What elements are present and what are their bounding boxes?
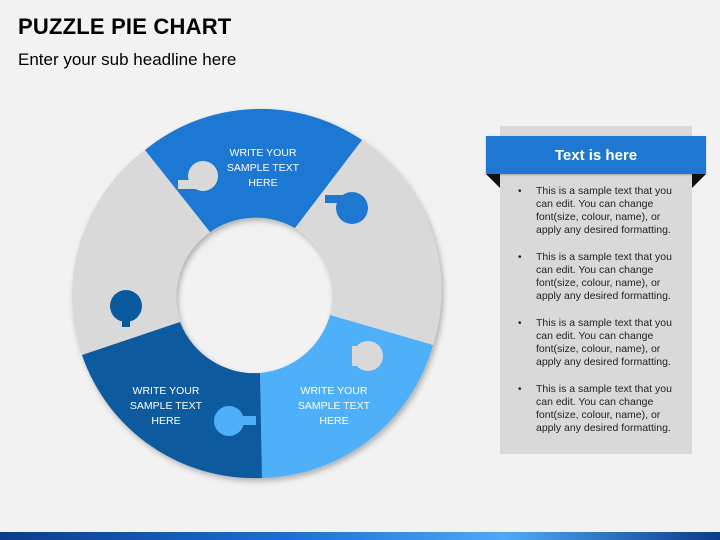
puzzle-piece-left — [72, 150, 210, 355]
bullet-dot-icon: • — [518, 384, 522, 395]
puzzle-piece-top — [145, 108, 362, 232]
ribbon-fold-left — [486, 174, 500, 188]
bullet-item: •This is a sample text that you can edit… — [518, 383, 672, 434]
slide-title: PUZZLE PIE CHART — [18, 14, 232, 39]
puzzle-piece-label: SAMPLE TEXT — [130, 400, 203, 412]
puzzle-piece-label: HERE — [319, 415, 348, 427]
bottom-accent-bar — [0, 532, 720, 540]
text-panel — [500, 126, 692, 454]
bullet-list: •This is a sample text that you can edit… — [512, 185, 684, 449]
bullet-dot-icon: • — [518, 318, 522, 329]
puzzle-piece-label: HERE — [151, 415, 180, 427]
puzzle-piece-label: HERE — [248, 177, 277, 189]
panel-header: Text is here — [486, 136, 706, 174]
ribbon-fold-right — [692, 174, 706, 188]
puzzle-piece-label: WRITE YOUR — [301, 385, 368, 397]
bullet-dot-icon: • — [518, 252, 522, 263]
bullet-item: •This is a sample text that you can edit… — [518, 317, 672, 368]
slide-subtitle: Enter your sub headline here — [18, 50, 237, 69]
puzzle-piece-label: SAMPLE TEXT — [298, 400, 371, 412]
puzzle-piece-label: WRITE YOUR — [230, 147, 297, 159]
puzzle-piece-bottom-left — [82, 322, 262, 479]
puzzle-piece-right — [295, 140, 442, 345]
bullet-item: •This is a sample text that you can edit… — [518, 185, 672, 236]
bullet-dot-icon: • — [518, 186, 522, 197]
puzzle-labels: WRITE YOUR SAMPLE TEXT HERE WRITE YOUR SAMPL… — [130, 147, 371, 427]
puzzle-piece-label: SAMPLE TEXT — [227, 162, 300, 174]
puzzle-knobs — [110, 161, 383, 436]
puzzle-piece-label: WRITE YOUR — [133, 385, 200, 397]
bullet-item: •This is a sample text that you can edit… — [518, 251, 672, 302]
puzzle-piece-bottom-right — [260, 315, 433, 478]
